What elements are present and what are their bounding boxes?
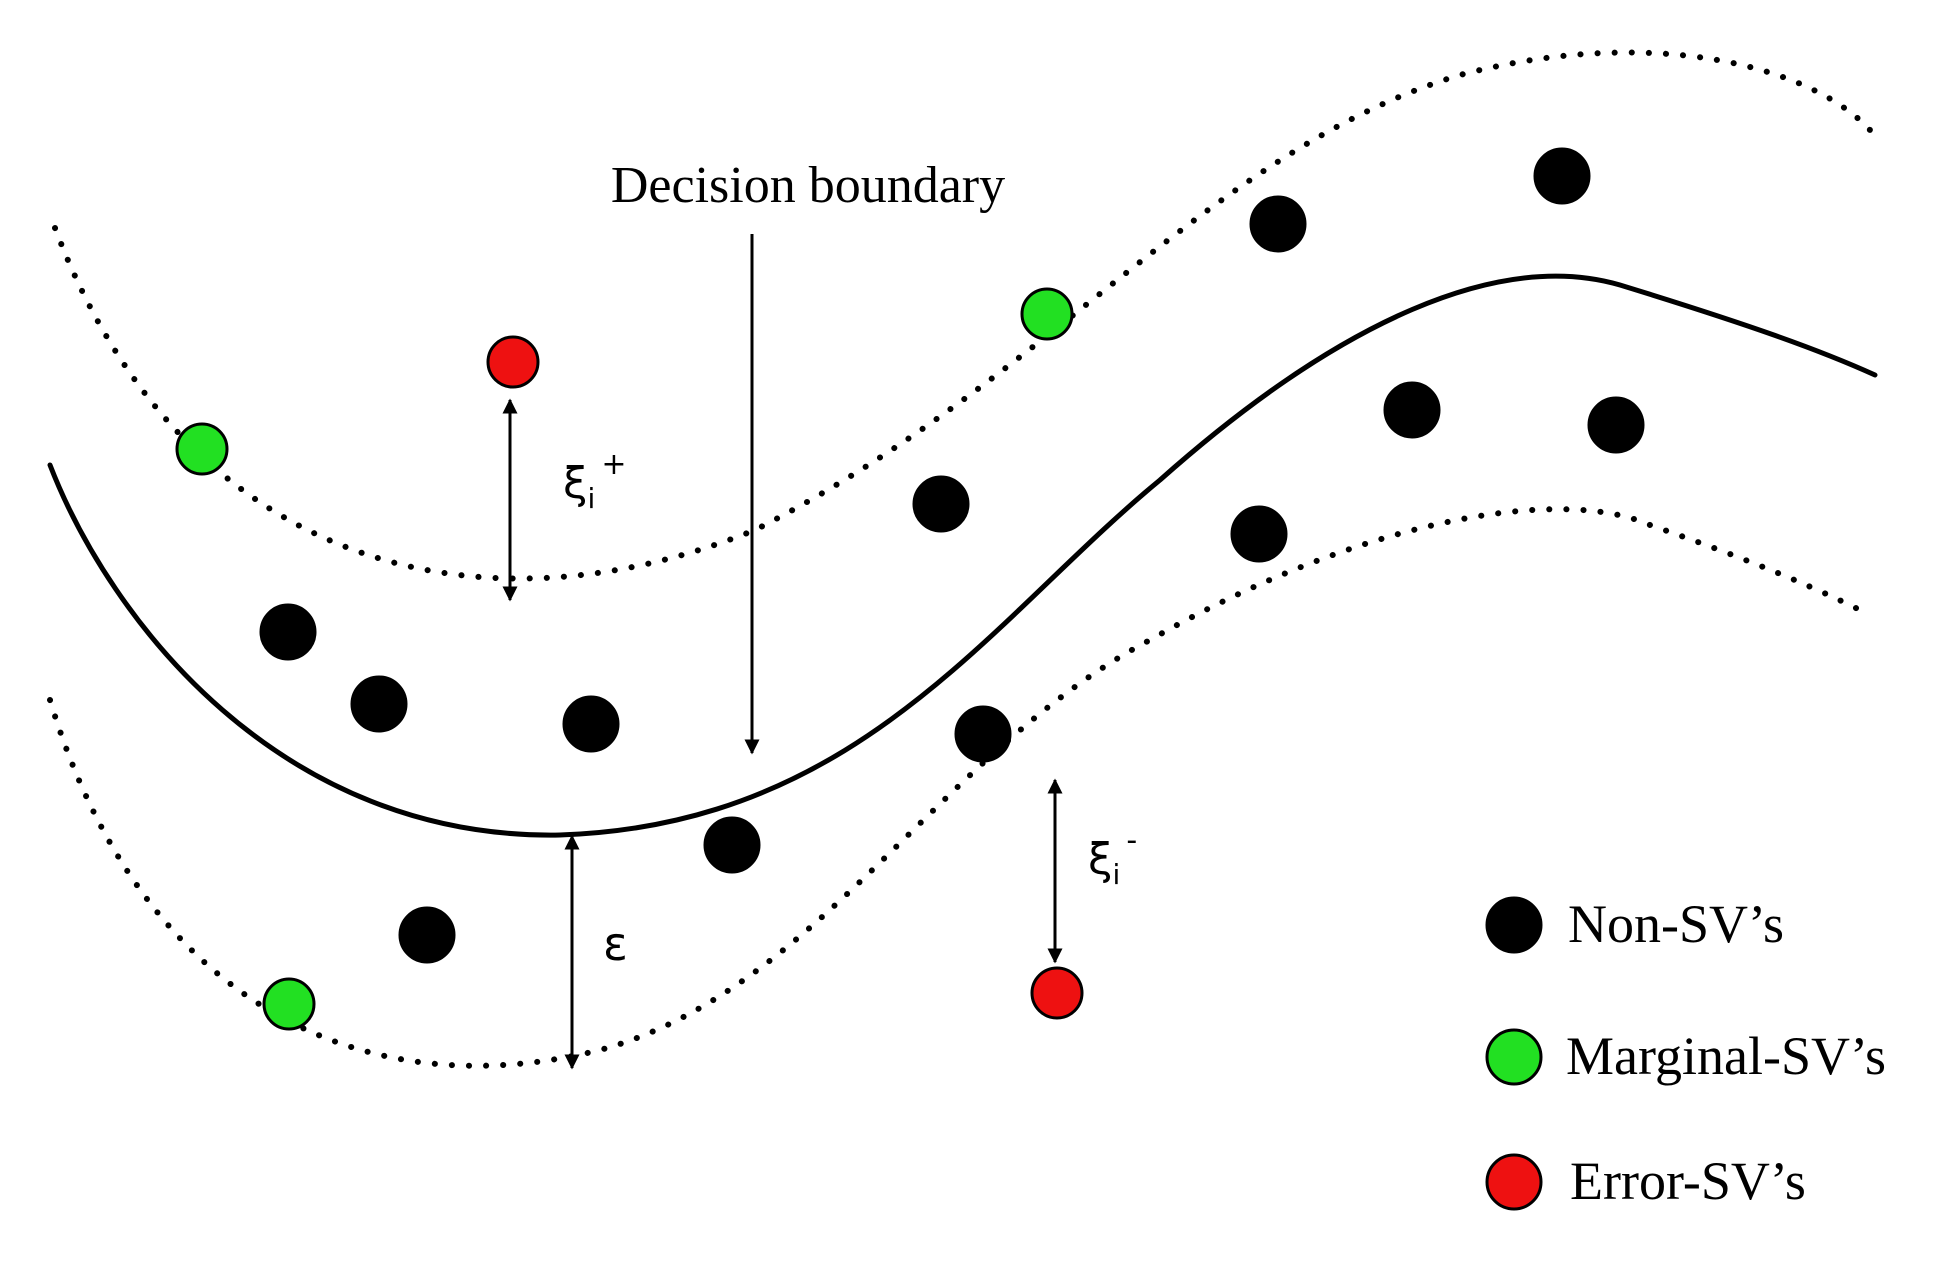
non-sv-point	[259, 603, 317, 661]
legend-item-marginal-sv: Marginal-SV’s	[1485, 1026, 1886, 1086]
legend-non-sv-label: Non-SV’s	[1568, 894, 1784, 954]
legend-marginal-sv-label: Marginal-SV’s	[1566, 1026, 1886, 1086]
xi-plus-subscript: i	[588, 482, 596, 515]
non-sv-point	[1383, 381, 1441, 439]
non-sv-point	[562, 695, 620, 753]
upper-margin-curve	[52, 49, 1873, 582]
legend-item-error-sv: Error-SV’s	[1485, 1151, 1806, 1211]
xi-minus-label: ξi-	[1088, 823, 1137, 891]
non-sv-point	[350, 675, 408, 733]
decision-boundary-curve	[47, 273, 1878, 838]
error-sv-points	[486, 335, 1084, 1020]
non-sv-point	[1587, 396, 1645, 454]
legend-item-non-sv: Non-SV’s	[1485, 894, 1784, 954]
error-sv-point	[1030, 966, 1084, 1020]
xi-plus-label: ξi+	[563, 447, 626, 515]
non-sv-point	[912, 475, 970, 533]
non-sv-points	[259, 147, 1645, 964]
non-sv-point	[954, 705, 1012, 763]
marginal-sv-point	[262, 977, 316, 1031]
legend-non-sv-swatch	[1485, 896, 1543, 954]
non-sv-point	[703, 816, 761, 874]
xi-plus-symbol: ξ	[563, 458, 588, 509]
non-sv-point	[398, 906, 456, 964]
non-sv-point	[1533, 147, 1591, 205]
xi-plus-superscript: +	[601, 447, 626, 482]
xi-minus-subscript: i	[1113, 858, 1121, 891]
legend-error-sv-label: Error-SV’s	[1570, 1151, 1806, 1211]
epsilon-label: ε	[603, 917, 628, 971]
non-sv-point	[1230, 505, 1288, 563]
decision-boundary-label: Decision boundary	[611, 157, 1005, 214]
xi-minus-symbol: ξ	[1088, 834, 1113, 885]
marginal-sv-point	[175, 422, 229, 476]
non-sv-point	[1249, 195, 1307, 253]
legend-marginal-sv-swatch	[1485, 1028, 1543, 1086]
marginal-sv-points	[175, 287, 1074, 1031]
lower-margin-curve	[47, 506, 1873, 1069]
legend-error-sv-swatch	[1485, 1153, 1543, 1211]
xi-minus-superscript: -	[1126, 823, 1137, 858]
marginal-sv-point	[1020, 287, 1074, 341]
error-sv-point	[486, 335, 540, 389]
legend: Non-SV’s Marginal-SV’s Error-SV’s	[1485, 894, 1886, 1211]
